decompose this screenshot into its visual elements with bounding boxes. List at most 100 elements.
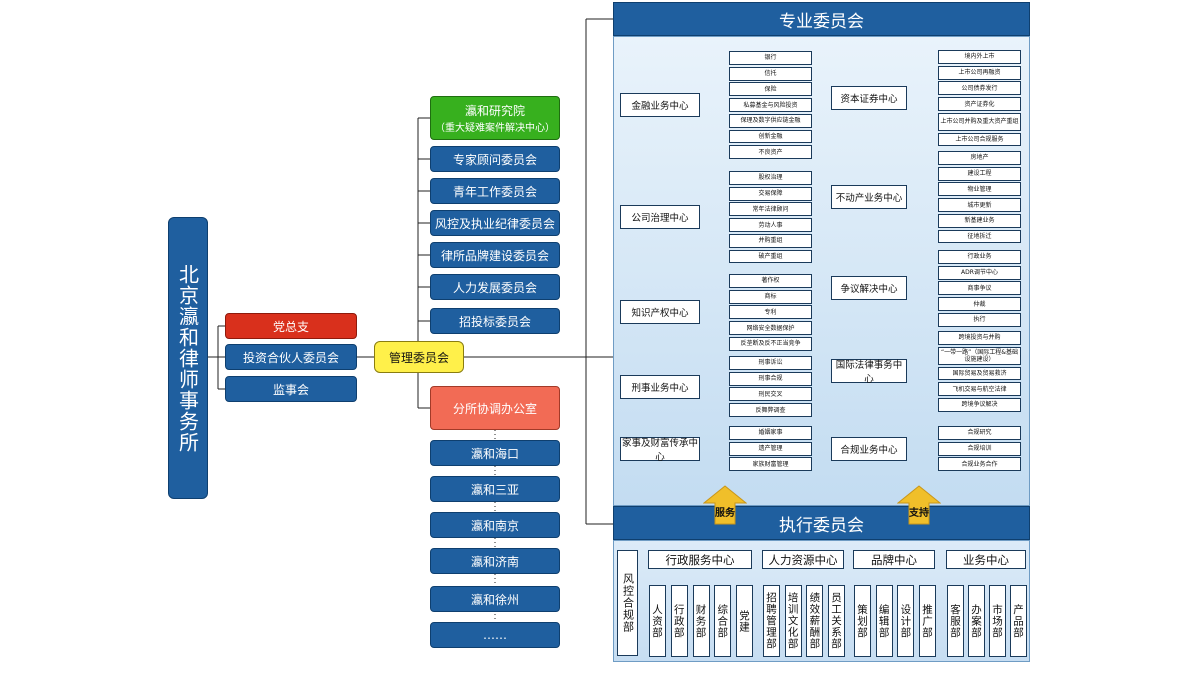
practice-area-item: 物业管理 <box>938 182 1021 197</box>
exec-center-header: 业务中心 <box>946 550 1026 569</box>
support-label: 支持 <box>909 508 929 519</box>
firm-name: 北京瀛和律师事务所 <box>168 217 208 499</box>
practice-area-item: 上市公司再融资 <box>938 65 1021 80</box>
practice-area-item: 网络安全数据保护 <box>729 321 812 335</box>
practice-area-item: 遗产管理 <box>729 441 812 456</box>
practice-area-item: 私募基金与风险投资 <box>729 98 812 112</box>
practice-area-item: 跨境争议解决 <box>938 397 1021 412</box>
practice-area-item: 反垄断及反不正当竞争 <box>729 336 812 351</box>
department-box: 员工关系部 <box>828 585 845 657</box>
management-committee-box: 管理委员会 <box>374 341 464 373</box>
execution-committee-title: 执行委员会 <box>613 506 1030 540</box>
practice-area-item: 刑民交叉 <box>729 387 812 402</box>
support-arrow-icon: 支持 <box>896 485 942 525</box>
practice-area-item: “一带一路”（国际工程&基础设施建设） <box>938 346 1021 365</box>
practice-area-item: 专利 <box>729 305 812 320</box>
practice-area-item: 破产重组 <box>729 249 812 264</box>
department-box: 设计部 <box>897 585 915 657</box>
exec-center-header: 品牌中心 <box>853 550 935 569</box>
department-box: 推广部 <box>919 585 936 657</box>
serve-label: 服务 <box>715 508 735 519</box>
institute-title: 瀛和研究院 <box>464 104 525 118</box>
center-box: 刑事业务中心 <box>620 374 700 399</box>
practice-area-item: 家族财富管理 <box>729 457 812 472</box>
practice-area-item: 商事争议 <box>938 281 1021 296</box>
branch-box: 瀛和南京 <box>430 512 560 538</box>
practice-area-item: 信托 <box>729 66 812 81</box>
practice-area-item: 商标 <box>729 289 812 304</box>
branch-office-box: 分所协调办公室 <box>430 386 560 430</box>
practice-area-item: 劳动人事 <box>729 218 812 232</box>
practice-area-item: 房地产 <box>938 151 1021 165</box>
serve-arrow-icon: 服务 <box>702 485 748 525</box>
center-box: 不动产业务中心 <box>831 185 907 210</box>
practice-area-item: 交易保障 <box>729 186 812 201</box>
practice-area-item: 婚姻家事 <box>729 426 812 440</box>
branch-box: 瀛和济南 <box>430 548 560 574</box>
practice-area-item: 合规业务合作 <box>938 457 1021 472</box>
practice-area-item: 上市公司并购及重大资产重组 <box>938 112 1021 131</box>
practice-area-item: 资产证券化 <box>938 97 1021 111</box>
department-box: 客服部 <box>947 585 964 657</box>
exec-center-header: 人力资源中心 <box>762 550 844 569</box>
department-box: 培训文化部 <box>784 585 802 657</box>
practice-area-item: 常年法律顾问 <box>729 202 812 217</box>
practice-area-item: 并购重组 <box>729 233 812 248</box>
practice-area-item: 城市更新 <box>938 198 1021 212</box>
practice-area-item: 著作权 <box>729 274 812 288</box>
committee-box: 专家顾问委员会 <box>430 146 560 172</box>
exec-center-header: 行政服务中心 <box>648 550 752 569</box>
department-box: 人资部 <box>649 585 666 657</box>
practice-area-item: 保理及数字供应链金融 <box>729 113 812 128</box>
practice-area-item: 跨境投资与并购 <box>938 331 1021 345</box>
department-box: 市场部 <box>989 585 1006 657</box>
center-box: 资本证券中心 <box>831 86 907 111</box>
committee-box: 风控及执业纪律委员会 <box>430 210 560 236</box>
center-box: 家事及财富传承中心 <box>620 436 700 463</box>
department-box: 党建 <box>736 585 753 657</box>
department-box: 行政部 <box>670 585 688 657</box>
party-branch-box: 党总支 <box>225 313 357 339</box>
practice-area-item: ADR调节中心 <box>938 265 1021 280</box>
branch-box: …… <box>430 622 560 648</box>
center-box: 知识产权中心 <box>620 300 700 325</box>
practice-area-item: 刑事合规 <box>729 371 812 386</box>
practice-area-item: 仲裁 <box>938 297 1021 311</box>
department-box: 办案部 <box>968 585 985 657</box>
professional-committee-title: 专业委员会 <box>613 2 1030 36</box>
committee-box: 青年工作委员会 <box>430 178 560 204</box>
branch-box: 瀛和海口 <box>430 440 560 466</box>
practice-area-item: 境内外上市 <box>938 50 1021 64</box>
practice-area-item: 银行 <box>729 51 812 65</box>
committee-box: 人力发展委员会 <box>430 274 560 300</box>
center-box: 金融业务中心 <box>620 93 700 118</box>
department-box: 财务部 <box>692 585 710 657</box>
practice-area-item: 执行 <box>938 312 1021 327</box>
branch-box: 瀛和徐州 <box>430 586 560 612</box>
practice-area-item: 飞机交易与航空法律 <box>938 382 1021 397</box>
risk-compliance-dept: 风控合规部 <box>617 550 638 656</box>
practice-area-item: 股权治理 <box>729 171 812 185</box>
practice-area-item: 不良资产 <box>729 145 812 160</box>
practice-area-item: 征地拆迁 <box>938 229 1021 244</box>
department-box: 绩效薪酬部 <box>806 585 824 657</box>
branch-box: 瀛和三亚 <box>430 476 560 502</box>
department-box: 策划部 <box>854 585 871 657</box>
practice-area-item: 公司债券发行 <box>938 81 1021 96</box>
practice-area-item: 创新金融 <box>729 129 812 144</box>
center-box: 公司治理中心 <box>620 205 700 230</box>
practice-area-item: 反舞弊调查 <box>729 403 812 417</box>
department-box: 招聘管理部 <box>763 585 780 657</box>
practice-area-item: 国际贸易及贸易救济 <box>938 366 1021 381</box>
department-box: 产品部 <box>1010 585 1027 657</box>
partner-committee-box: 投资合伙人委员会 <box>225 344 357 370</box>
practice-area-item: 合规研究 <box>938 426 1021 440</box>
practice-area-item: 上市公司合规服务 <box>938 132 1021 147</box>
center-box: 国际法律事务中心 <box>831 359 907 385</box>
institute-subtitle: （重大疑难案件解决中心） <box>435 123 555 134</box>
center-box: 合规业务中心 <box>831 436 907 461</box>
practice-area-item: 建设工程 <box>938 166 1021 181</box>
committee-box: 招投标委员会 <box>430 308 560 334</box>
institute-box: 瀛和研究院 （重大疑难案件解决中心） <box>430 96 560 140</box>
committee-box: 律所品牌建设委员会 <box>430 242 560 268</box>
